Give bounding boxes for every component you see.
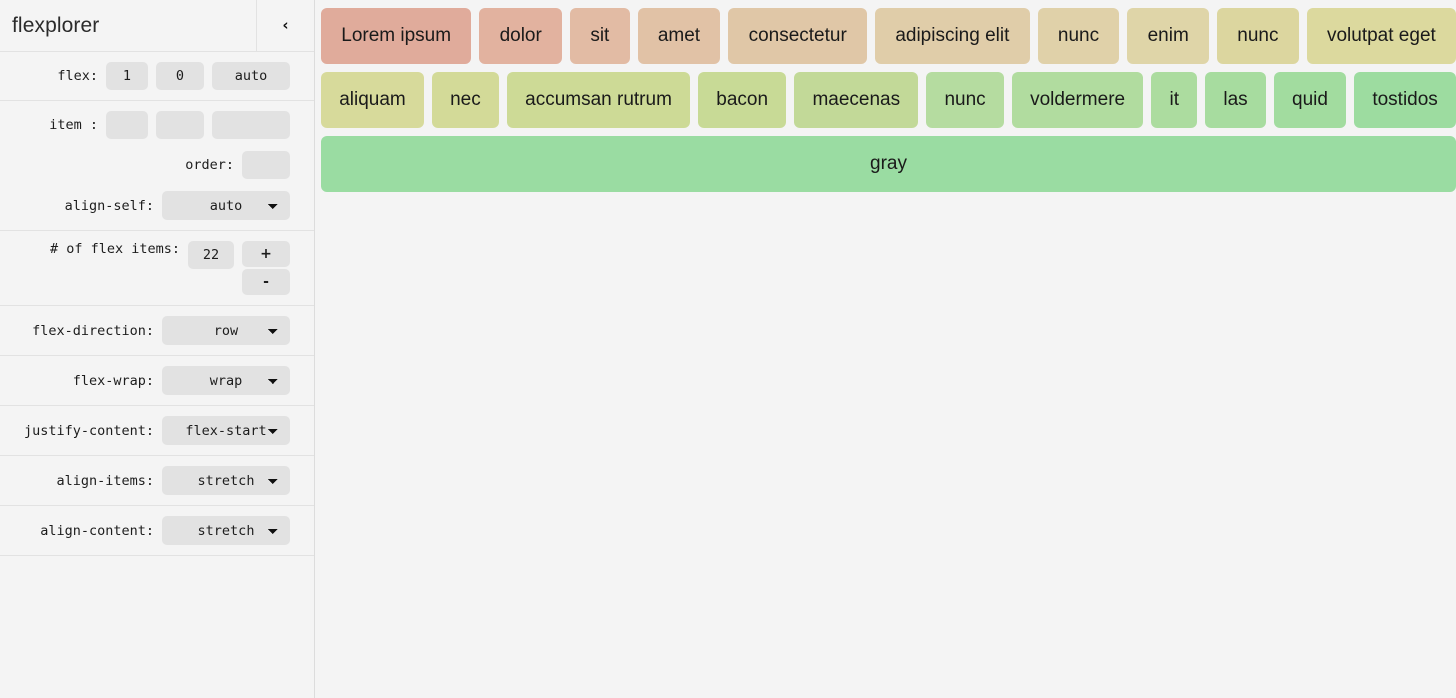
page-title: flexplorer [12,13,100,37]
sidebar-header: flexplorer ‹ [0,0,314,52]
align-self-select[interactable]: autoflex-startflex-endcenterbaselinestre… [162,191,290,220]
item-shrink-input[interactable] [156,111,204,139]
item-properties-section: item : order: align-self: autoflex-start… [0,101,314,231]
flex-shrink-input[interactable] [156,62,204,90]
align-self-label: align-self: [64,197,154,214]
sidebar-collapse-button[interactable]: ‹ [256,0,314,51]
flex-item[interactable]: nunc [1037,8,1120,64]
align-items-label: align-items: [56,472,154,489]
flex-item[interactable]: adipiscing elit [875,8,1030,64]
justify-content-select[interactable]: flex-startflex-endcenterspace-betweenspa… [162,416,290,445]
flex-label: flex: [57,68,98,84]
flex-item[interactable]: quid [1273,72,1347,128]
flex-item-count-stepper: + - [242,241,290,295]
flex-item[interactable]: voldermere [1011,72,1144,128]
item-basis-input[interactable] [212,111,290,139]
flex-direction-label: flex-direction: [32,322,154,339]
flex-grow-input[interactable] [106,62,148,90]
flex-direction-section: flex-direction: rowrow-reversecolumncolu… [0,306,314,356]
flex-item[interactable]: las [1205,72,1266,128]
order-label: order: [185,157,234,173]
item-grow-input[interactable] [106,111,148,139]
sidebar: flexplorer ‹ flex: item : order: [0,0,315,698]
flex-basis-input[interactable] [212,62,290,90]
flex-item[interactable]: accumsan rutrum [506,72,691,128]
flex-item[interactable]: it [1151,72,1198,128]
align-items-select[interactable]: stretchflex-startflex-endcenterbaseline [162,466,290,495]
flex-item[interactable]: nec [431,72,499,128]
align-content-select[interactable]: stretchflex-startflex-endcenterspace-bet… [162,516,290,545]
remove-flex-item-button[interactable]: - [242,269,290,295]
flex-wrap-select[interactable]: nowrapwrapwrap-reverse [162,366,290,395]
flex-item[interactable]: amet [637,8,721,64]
flex-item[interactable]: dolor [479,8,563,64]
align-content-label: align-content: [40,522,154,539]
flex-item[interactable]: sit [570,8,630,64]
flex-item-count-section: # of flex items: + - [0,231,314,306]
align-content-section: align-content: stretchflex-startflex-end… [0,506,314,556]
flex-item[interactable]: aliquam [321,72,424,128]
flex-item[interactable]: gray [321,136,1456,192]
chevron-left-icon: ‹ [282,16,289,34]
flex-item[interactable]: nunc [926,72,1004,128]
flex-item[interactable]: consectetur [728,8,868,64]
flex-direction-select[interactable]: rowrow-reversecolumncolumn-reverse [162,316,290,345]
flex-shorthand-section: flex: [0,52,314,101]
flex-wrap-section: flex-wrap: nowrapwrapwrap-reverse [0,356,314,406]
flex-item[interactable]: Lorem ipsum [321,8,472,64]
order-input[interactable] [242,151,290,179]
flex-item-count-input[interactable] [188,241,234,269]
flex-item[interactable]: maecenas [794,72,919,128]
add-flex-item-button[interactable]: + [242,241,290,267]
justify-content-section: justify-content: flex-startflex-endcente… [0,406,314,456]
flex-item[interactable]: enim [1127,8,1210,64]
flex-item-count-label: # of flex items: [49,241,180,257]
item-label: item : [49,117,98,133]
justify-content-label: justify-content: [23,422,154,439]
flex-item[interactable]: tostidos [1354,72,1456,128]
flex-wrap-label: flex-wrap: [72,372,154,389]
flex-item[interactable]: bacon [698,72,787,128]
flex-item[interactable]: volutpat eget [1306,8,1456,64]
align-items-section: align-items: stretchflex-startflex-endce… [0,456,314,506]
flex-item[interactable]: nunc [1217,8,1299,64]
